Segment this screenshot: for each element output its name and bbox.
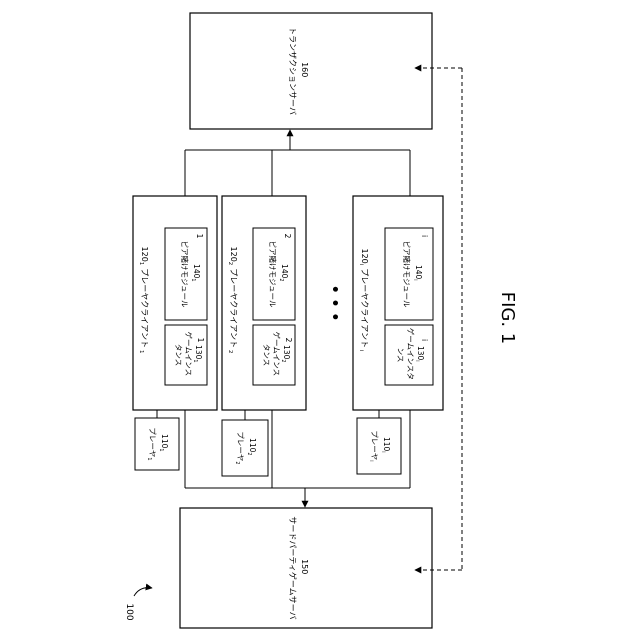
figure-label: FIG. 1 [497, 292, 518, 345]
player-client-i: 120iプレーヤクライアントi 140i ピア賭けモジュール i 130i ゲー… [353, 196, 443, 410]
peer-betting-module-2-index: 2 [283, 234, 292, 239]
ellipsis-dots: • • • [326, 285, 342, 322]
peer-betting-module-i-index: i [420, 235, 429, 237]
game-instance-1-index: 1 [196, 338, 205, 343]
game-instance-2-index: 2 [284, 338, 293, 343]
player-client-1: 1201プレーヤクライアント1 1401 ピア賭けモジュール 1 1301 ゲー… [133, 196, 217, 410]
peer-betting-module-1-index: 1 [195, 234, 204, 239]
system-reference-number: 100 [124, 603, 134, 620]
system-reference-leader [134, 588, 152, 596]
player-client-2: 1202プレーヤクライアント2 1402 ピア賭けモジュール 2 1302 ゲー… [222, 196, 306, 410]
transaction-server-box [190, 13, 432, 129]
game-instance-i-index: i [420, 339, 429, 341]
